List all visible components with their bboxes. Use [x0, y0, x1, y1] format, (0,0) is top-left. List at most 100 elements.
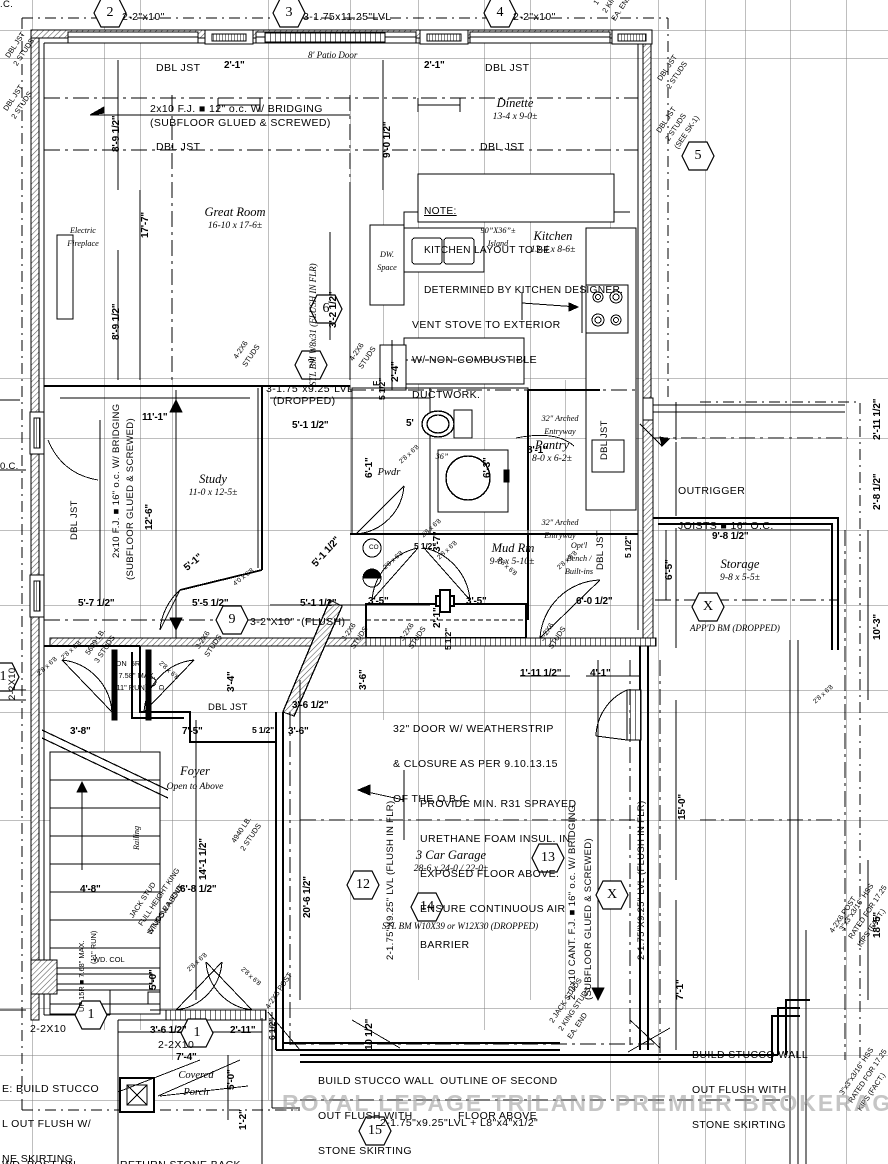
- grid-bubble-1c[interactable]: 1: [0, 662, 20, 692]
- grid-bubble-12[interactable]: 12: [346, 870, 380, 900]
- fireplace-label-l1: Electric: [70, 226, 96, 235]
- lvl-flush-right: 2-1.75"X9.25" LVL (FLUSH IN FLR): [636, 800, 647, 960]
- header-2-2x10-b: 2-2"x10": [513, 11, 556, 23]
- grid-bubble-13[interactable]: 13: [531, 843, 565, 873]
- dim-top-2-1-a: 2'-1": [224, 60, 245, 71]
- grid-bubble-label: 4: [496, 5, 504, 20]
- wd-column-label: WD. COL: [93, 955, 125, 964]
- dim-5-half-b: 5 1/2": [443, 628, 453, 650]
- header-2-2x10-a: 2-2"x10": [122, 11, 165, 23]
- room-size-storage: 9-8 x 5-5±: [720, 572, 760, 583]
- room-name-study: Study: [199, 472, 227, 486]
- room-name-foyer: Foyer: [180, 764, 210, 778]
- dim-foyer-3-6b: 3'-6": [288, 726, 309, 737]
- grid-bubble-x2[interactable]: X: [595, 880, 629, 910]
- stucco-wall-note-left: E: BUILD STUCCO L OUT FLUSH W/ NE SKIRTI…: [2, 1060, 99, 1164]
- lvl-dropped-l1: 3-1.75"x9.25"LVL: [266, 383, 354, 395]
- room-name-covered-porch-l2: Porch: [183, 1087, 209, 1098]
- framing-fj-16oc-vert-l2: (SUBFLOOR GLUED & SCREWED): [125, 418, 136, 580]
- dim-kitchen-3-2: 3'-2 1/2": [328, 291, 339, 328]
- room-name-covered-porch-l1: Covered: [178, 1070, 214, 1081]
- stucco-left-line-3: NE SKIRTING: [2, 1153, 74, 1164]
- grid-bubble-5[interactable]: 5: [681, 141, 715, 171]
- outrigger-line-2: JOISTS ■ 16" O.C.: [678, 519, 774, 532]
- dim-porch-5-0b: 5'-0": [148, 969, 159, 990]
- lvl-angle-bottom: 2-1.75"x9.25"LVL + L8"x4"x1/2": [380, 1117, 539, 1129]
- dim-pwdr-5: 5': [406, 418, 414, 429]
- dim-study-12-6: 12'-6": [144, 504, 155, 530]
- grid-bubble-9[interactable]: 9: [215, 605, 249, 635]
- insulation-line-5: BARRIER: [420, 938, 470, 951]
- oc-fragment-topleft: .C.: [0, 0, 14, 10]
- outrigger-line-1: OUTRIGGER: [678, 484, 746, 497]
- dim-door-3-5-b: 3'-5": [466, 596, 487, 607]
- stair-dn-d: D: [157, 684, 166, 690]
- framing-cant-fj-vert-l1: 2-2x10 CANT. F.J. ■ 16" o.c. W/ BRIDGING: [567, 804, 578, 1000]
- lvl-dropped-l2: (DROPPED): [273, 395, 336, 407]
- grid-bubble-6[interactable]: 6: [309, 294, 343, 324]
- grid-bubble-label: 9: [228, 612, 236, 627]
- stucco-left-line-2: L OUT FLUSH W/: [2, 1117, 92, 1130]
- flush-3-2x10: 3-2"X10" (FLUSH): [250, 616, 346, 628]
- grid-bubble-2[interactable]: 2: [93, 0, 127, 28]
- dim-study-5-1-a: 5'-1 1/2": [292, 420, 329, 431]
- grid-bubble-4[interactable]: 4: [483, 0, 517, 28]
- garage-door-note: 32" DOOR W/ WEATHERSTRIP & CLOSURE AS PE…: [393, 700, 558, 818]
- dim-right-18-5: 18'-5": [872, 912, 883, 938]
- stucco-right-line-3: STONE SKIRTING: [692, 1119, 786, 1131]
- steel-beam-garage: STL BM W10X39 or W12X30 (DROPPED): [382, 921, 539, 931]
- stucco-right-line-1: BUILD STUCCO WALL: [692, 1048, 809, 1061]
- grid-bubble-label: 3: [285, 5, 293, 20]
- dim-2-1: 2'-1": [432, 607, 443, 628]
- island-label: Island: [487, 239, 509, 248]
- stucco-right-line-2: OUT FLUSH WITH: [692, 1083, 787, 1096]
- grid-bubble-15[interactable]: 15: [358, 1116, 392, 1146]
- dim-right-7-1: 7'-1": [675, 979, 686, 1000]
- dim-f-2-4: 2'-4": [390, 361, 401, 382]
- dbl-jst-foyer: DBL JST: [208, 702, 248, 713]
- grid-bubble-label: X: [702, 599, 714, 614]
- stucco-wall-note-right: BUILD STUCCO WALL OUT FLUSH WITH STONE S…: [692, 1026, 808, 1144]
- dim-door-6-0: 6'-0 1/2": [576, 596, 613, 607]
- dim-foyer-5-half: 5 1/2": [252, 725, 274, 735]
- dim-5-half-c: 5 1/2": [623, 536, 633, 558]
- grid-bubble-label: 15: [368, 1123, 382, 1138]
- grid-bubble-label: 7: [307, 357, 315, 372]
- grid-bubble-1b[interactable]: 1: [180, 1018, 214, 1048]
- grid-bubble-label: 6: [322, 301, 330, 316]
- arched-entry-1-l2: Entryway: [544, 427, 576, 436]
- dim-entry-8-1: 8'-1": [527, 445, 548, 456]
- insulation-line-3: EXPOSED FLOOR ABOVE.: [420, 868, 560, 880]
- dim-f-letter: F: [371, 380, 381, 386]
- return-stone-note: RETURN STONE BACK TO FRONT OF PORCH: [120, 1136, 241, 1164]
- stucco-mid-line-3: STONE SKIRTING: [318, 1145, 412, 1157]
- room-name-kitchen: Kitchen: [533, 229, 573, 243]
- dim-study-11-1: 11'-1": [142, 412, 168, 423]
- tub-size-label: 36”: [435, 452, 449, 461]
- dbl-jst-pantry-vert: DBL JST: [599, 420, 610, 460]
- grid-bubble-1[interactable]: 1: [74, 1000, 108, 1030]
- dim-right-2-11: 2'-11 1/2": [872, 398, 883, 440]
- dishwasher-label-l2: Space: [377, 263, 397, 272]
- grid-bubble-7[interactable]: 7: [294, 350, 328, 380]
- room-name-pwdr: Pwdr: [377, 467, 401, 478]
- dim-top-2-1-b: 2'-1": [424, 60, 445, 71]
- grid-bubble-14[interactable]: 14: [410, 892, 444, 922]
- dim-bath-6-3: 6'-3": [482, 457, 493, 478]
- oc-fragment-left: 0.C.: [0, 461, 19, 472]
- kitchen-note-box: NOTE: KITCHEN LAYOUT TO BE DETERMINED BY…: [424, 178, 623, 311]
- wd-post-note: WD. POST DN. / 18"X18" BUILT: [2, 1136, 84, 1164]
- grid-bubble-label: 1: [193, 1025, 201, 1040]
- dim-foyer-7-5: 7'-5": [182, 726, 203, 737]
- optional-bench-l2: Bench /: [566, 554, 592, 563]
- room-name-storage: Storage: [720, 557, 760, 571]
- vent-stove-line-3: DUCTWORK.: [412, 389, 481, 401]
- vent-stove-note: VENT STOVE TO EXTERIOR W/ NON-COMBUSTIBL…: [412, 296, 561, 414]
- garage-door-line-2: & CLOSURE AS PER 9.10.13.15: [393, 757, 558, 770]
- grid-bubble-x1[interactable]: X: [691, 592, 725, 622]
- dim-foyer-3-4: 3'-4": [226, 671, 237, 692]
- dim-gr-8-9-b: 8'-9 1/2": [111, 303, 122, 340]
- dim-dinette-9-0: 9'-0 1/2": [382, 121, 393, 158]
- grid-bubble-3[interactable]: 3: [272, 0, 306, 28]
- dim-porch-5-0: 5'-0": [226, 1069, 237, 1090]
